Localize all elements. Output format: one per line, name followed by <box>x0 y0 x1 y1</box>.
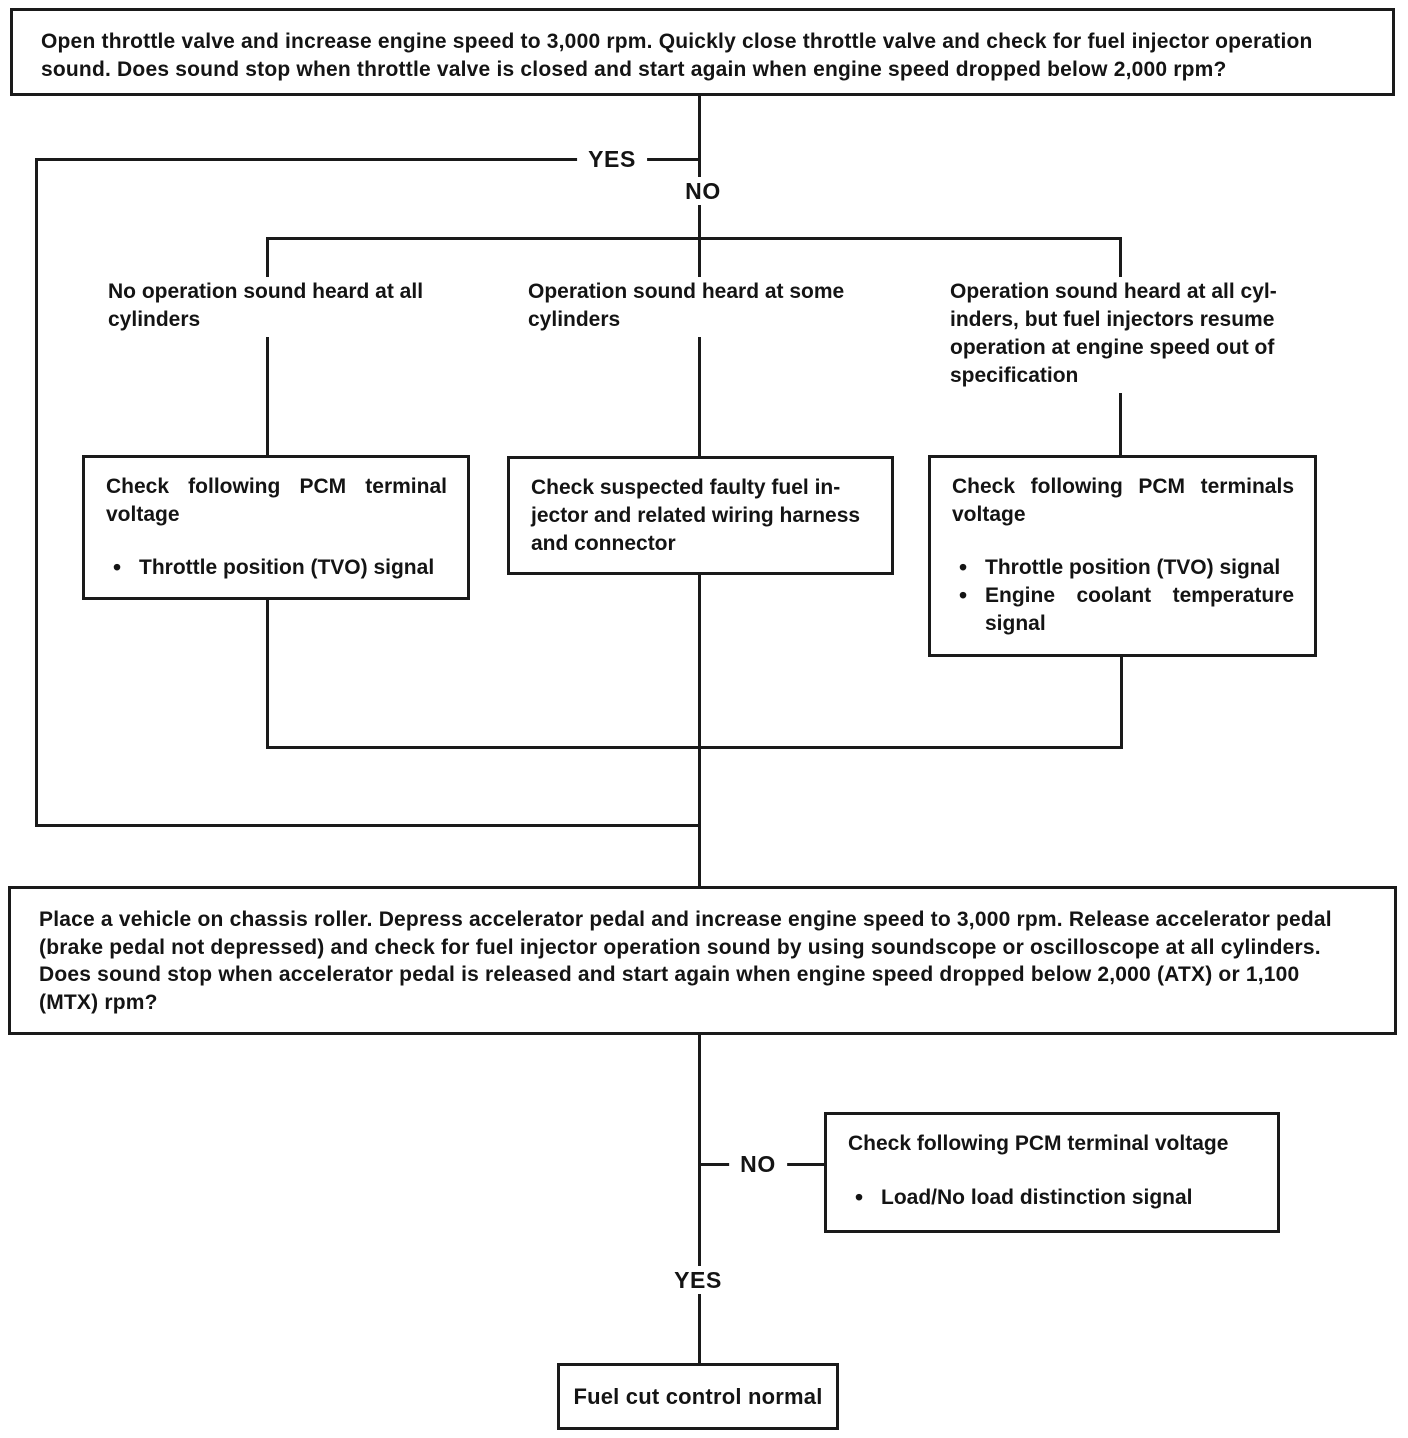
connector-branch3-vertical-lower <box>1120 655 1123 749</box>
no-label-2: NO <box>729 1150 787 1178</box>
bullet-tvo-signal: Throttle position (TVO) signal <box>106 553 447 582</box>
result-text: Fuel cut control normal <box>573 1383 823 1409</box>
connector-yes1-horizontal <box>35 158 700 161</box>
check-box-pcm-terminal-voltage: Check following PCM terminal voltage Thr… <box>82 455 470 600</box>
connector-branch1-vertical-lower <box>266 597 269 749</box>
connector-branch1-vertical-upper <box>266 237 269 457</box>
check-box-4-bullets: Load/No load distinction signal <box>848 1183 1257 1212</box>
branch-label-sound-some: Operation sound heard at some cylinders <box>526 277 900 337</box>
bullet-coolant-temp-signal: Engine coolant temperature signal <box>952 581 1294 638</box>
check-box-3-title: Check following PCM terminals voltage <box>952 475 1294 526</box>
question-box-throttle-test: Open throttle valve and increase engine … <box>10 8 1395 96</box>
question-1-text: Open throttle valve and increase engine … <box>41 30 1313 81</box>
connector-branch-top-horizontal <box>266 237 1122 240</box>
check-box-2-text: Check suspected faulty fuel in- jector a… <box>531 476 861 555</box>
no-label-1: NO <box>674 177 732 205</box>
check-box-4-title: Check following PCM terminal voltage <box>848 1132 1229 1155</box>
connector-branch-rejoin-horizontal <box>266 746 1123 749</box>
check-box-1-bullets: Throttle position (TVO) signal <box>106 553 447 582</box>
connector-yes1-loop-vertical <box>35 158 38 827</box>
bullet-tvo-signal-2: Throttle position (TVO) signal <box>952 553 1294 582</box>
connector-main-vertical-lower <box>698 1035 701 1365</box>
connector-yes1-loop-bottom <box>35 824 701 827</box>
yes-label-2: YES <box>663 1266 733 1294</box>
check-box-load-distinction: Check following PCM terminal voltage Loa… <box>824 1112 1280 1233</box>
branch-label-no-sound-all: No operation sound heard at all cylinder… <box>106 277 470 337</box>
question-box-chassis-roller-test: Place a vehicle on chassis roller. Depre… <box>8 886 1397 1035</box>
check-box-faulty-injector: Check suspected faulty fuel in- jector a… <box>507 456 894 575</box>
check-box-pcm-terminals-voltage: Check following PCM terminals voltage Th… <box>928 455 1317 657</box>
check-box-1-title: Check following PCM terminal voltage <box>106 475 447 526</box>
yes-label-1: YES <box>577 145 647 173</box>
result-box-fuel-cut-normal: Fuel cut control normal <box>557 1363 839 1430</box>
check-box-3-bullets: Throttle position (TVO) signal Engine co… <box>952 553 1294 638</box>
branch-label-sound-all-out-of-spec: Operation sound heard at all cyl- inders… <box>948 277 1312 393</box>
question-2-text: Place a vehicle on chassis roller. Depre… <box>39 908 1332 1014</box>
bullet-load-no-load-signal: Load/No load distinction signal <box>848 1183 1257 1212</box>
